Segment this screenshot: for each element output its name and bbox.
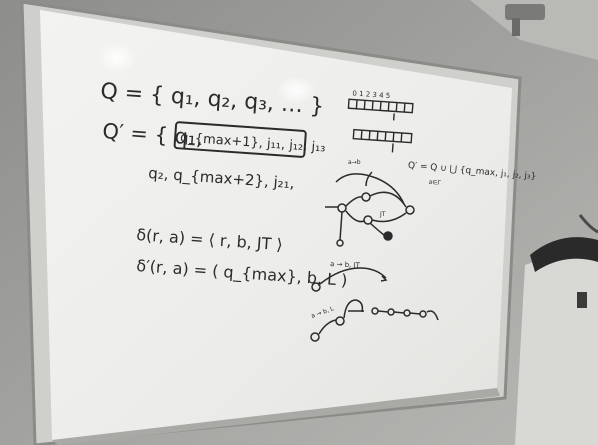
state-graph: a→b JT bbox=[325, 159, 415, 247]
glare-spot bbox=[97, 42, 137, 74]
right-side-objects bbox=[515, 214, 598, 445]
arrow-label-1: a → b, JT bbox=[330, 260, 361, 270]
state-node bbox=[419, 310, 427, 318]
tape-top bbox=[347, 98, 414, 121]
tape-indices: 0 1 2 3 4 5 bbox=[352, 89, 390, 100]
state-node bbox=[311, 282, 321, 292]
state-node bbox=[335, 316, 345, 326]
transition-diagram-1: a → b, JT bbox=[311, 260, 388, 292]
state-node bbox=[405, 205, 415, 215]
state-node bbox=[383, 231, 393, 241]
marker-tray bbox=[52, 388, 500, 445]
tape-bottom bbox=[352, 128, 413, 153]
tape-diagram: 0 1 2 3 4 5 bbox=[347, 89, 414, 153]
state-node bbox=[310, 332, 320, 342]
arrow-label-top: a→b bbox=[348, 159, 361, 166]
union-subscript: a∈Γ bbox=[428, 179, 441, 187]
arrow-label-mid: JT bbox=[379, 211, 386, 218]
glare-spot bbox=[276, 76, 316, 104]
ceiling-mount bbox=[470, 0, 598, 60]
